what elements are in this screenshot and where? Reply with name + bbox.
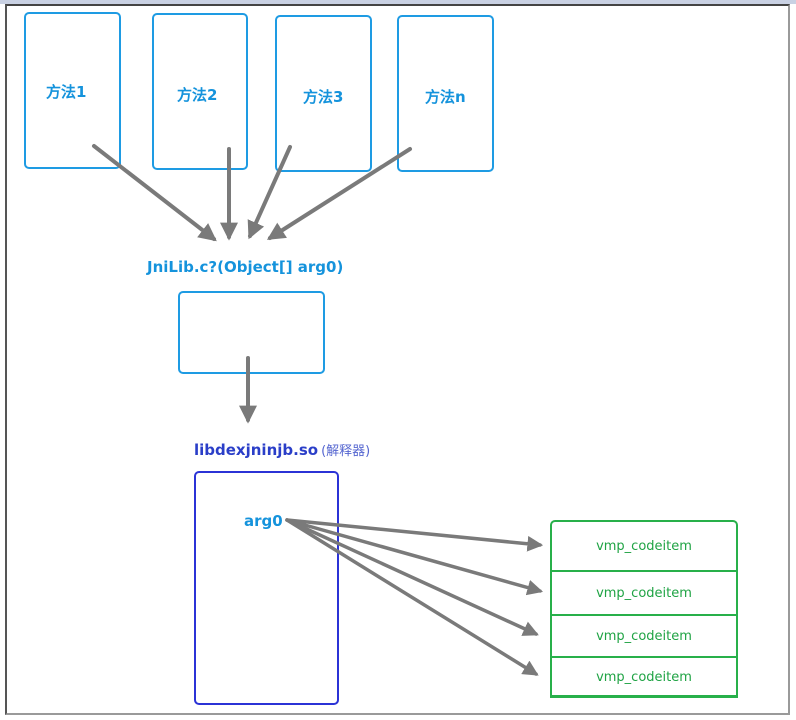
window-top-band	[0, 0, 796, 4]
arrow-arg0-to-codeitem-1	[285, 518, 544, 552]
dispatcher-box	[178, 291, 325, 374]
codeitem-cell-3: vmp_codeitem	[552, 614, 736, 657]
codeitem-label-4: vmp_codeitem	[596, 669, 692, 685]
method-label-3: 方法3	[303, 88, 344, 106]
arrow-method1-to-dispatcher	[92, 144, 217, 242]
arrow-arg0-to-codeitem-4	[285, 518, 539, 676]
method-box-n	[397, 15, 494, 172]
interpreter-label: libdexjninjb.so(解释器)	[194, 440, 370, 459]
method-box-2	[152, 13, 248, 170]
interpreter-box	[194, 471, 339, 705]
interpreter-note: (解释器)	[321, 444, 371, 459]
codeitem-label-1: vmp_codeitem	[596, 539, 692, 554]
arrow-arg0-to-codeitem-3	[285, 518, 539, 636]
dispatcher-label: JniLib.c?(Object[] arg0)	[147, 258, 344, 276]
codeitem-cell-1: vmp_codeitem	[552, 522, 736, 571]
arrow-arg0-to-codeitem-2	[285, 518, 544, 596]
arrow-methodn-to-dispatcher	[266, 147, 412, 240]
diagram-frame	[5, 4, 790, 715]
method-label-2: 方法2	[177, 86, 218, 104]
codeitem-cell-4: vmp_codeitem	[552, 656, 736, 696]
method-box-1	[24, 12, 121, 169]
codeitem-label-3: vmp_codeitem	[596, 629, 692, 644]
interpreter-library-name: libdexjninjb.so	[194, 441, 319, 459]
method-label-1: 方法1	[46, 83, 87, 101]
codeitem-label-2: vmp_codeitem	[596, 586, 692, 601]
method-label-n: 方法n	[425, 88, 466, 106]
codeitem-stack: vmp_codeitem vmp_codeitem vmp_codeitem v…	[550, 520, 738, 698]
arrow-method3-to-dispatcher	[247, 145, 292, 240]
arg0-label: arg0	[244, 512, 283, 530]
codeitem-cell-2: vmp_codeitem	[552, 570, 736, 615]
